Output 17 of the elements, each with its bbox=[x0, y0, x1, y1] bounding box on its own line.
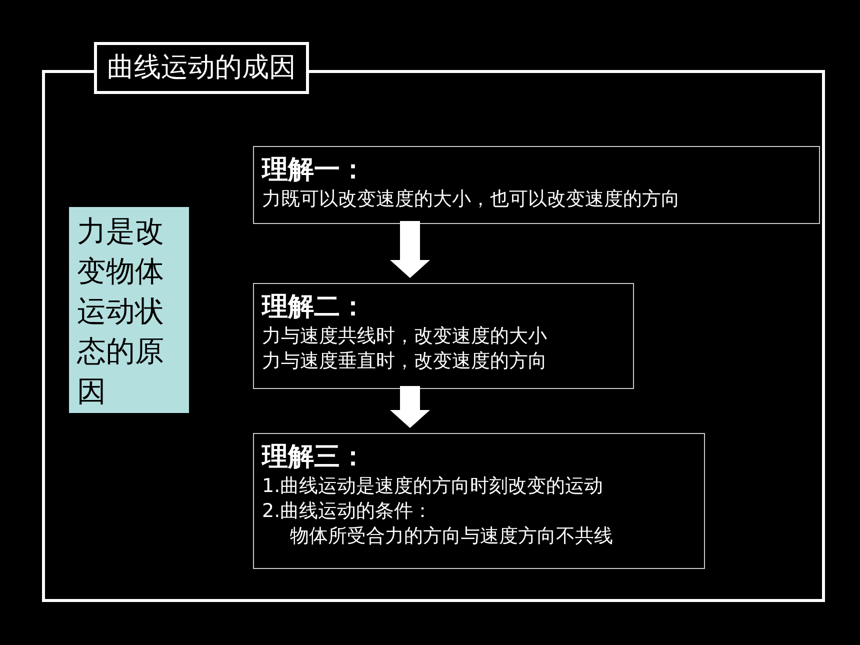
explanation-text: 物体所受合力的方向与速度方向不共线 bbox=[289, 524, 613, 549]
block-arrow bbox=[390, 221, 430, 278]
heading: 理解一： bbox=[262, 154, 366, 187]
concept-box bbox=[69, 207, 189, 413]
concept-text: 力是改变物体运动状态的原因 bbox=[77, 213, 165, 410]
explanation-text: 力与速度共线时，改变速度的大小 bbox=[262, 324, 547, 349]
explanation-text: 1.曲线运动是速度的方向时刻改变的运动 bbox=[262, 474, 604, 499]
block-arrow bbox=[390, 386, 430, 428]
heading: 理解三： bbox=[262, 441, 366, 474]
explanation-text: 力既可以改变速度的大小，也可以改变速度的方向 bbox=[262, 187, 680, 212]
explanation-box bbox=[253, 283, 634, 389]
explanation-box bbox=[253, 146, 820, 224]
heading: 理解二： bbox=[262, 291, 366, 324]
frame-title: 曲线运动的成因 bbox=[94, 42, 309, 94]
explanation-text: 2.曲线运动的条件： bbox=[262, 499, 432, 524]
explanation-box bbox=[253, 433, 705, 569]
explanation-text: 力与速度垂直时，改变速度的方向 bbox=[262, 349, 547, 374]
